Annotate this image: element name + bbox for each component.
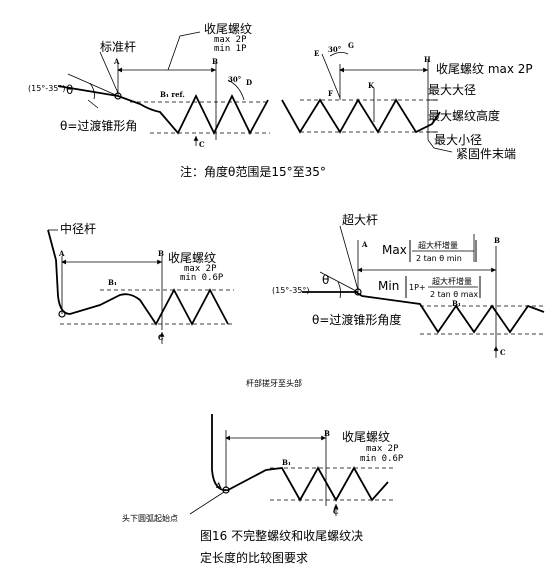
point-a-3: A (58, 249, 65, 258)
point-c-4: C (500, 348, 506, 357)
label-transition-cone: θ=过渡锥形角 (60, 118, 137, 133)
label-min-1p: min 1P (214, 44, 247, 54)
panel5-title: 杆部搓牙至头部 (246, 378, 302, 388)
label-min: Min (378, 279, 399, 293)
point-b-4: B (494, 236, 500, 245)
label-max-2p-5: max 2P (366, 444, 399, 454)
label-max-denominator: 2 tan θ min (416, 254, 462, 263)
point-c-3: C (158, 333, 164, 342)
label-oversize-rod: 超大杆 (342, 212, 378, 227)
figure-caption-line1: 图16 不完整螺纹和收尾螺纹决 (200, 528, 363, 543)
point-e: E (314, 49, 319, 58)
point-b1-4: B₁ (452, 299, 461, 308)
label-b1-ref: B₁ ref. (160, 90, 185, 99)
label-standard-rod: 标准杆 (100, 40, 136, 54)
label-max-2p-3: max 2P (184, 264, 217, 274)
label-max-minor: 最大小径 (434, 133, 482, 147)
point-c-5: C (333, 507, 339, 516)
label-angle-range: (15°-35°) (28, 84, 66, 93)
thread-profile (281, 98, 441, 134)
point-b-3: B (158, 249, 164, 258)
figure-caption-line2: 定长度的比较图要求 (200, 550, 308, 565)
panel-runout-detail (281, 52, 453, 153)
label-min-denominator: 2 tan θ max (430, 290, 478, 299)
point-k: K (368, 81, 375, 90)
point-b-5: B (324, 429, 330, 438)
note-angle-range: 注：角度θ范围是15°至35° (180, 164, 326, 179)
label-max-2p: max 2P (214, 35, 247, 45)
label-30deg: 30° (228, 75, 241, 84)
label-fillet-start: 头下圆弧起始点 (122, 513, 178, 523)
label-max-major: 最大大径 (428, 83, 476, 97)
point-f: F (328, 89, 333, 98)
label-min-06p-5: min 0.6P (360, 454, 404, 464)
label-pitch-rod: 中径杆 (60, 221, 96, 236)
point-a-5: A (215, 481, 222, 490)
label-theta-4: θ (322, 273, 329, 287)
point-a: A (113, 57, 120, 66)
label-30deg-2: 30° (328, 45, 341, 54)
point-g: G (348, 41, 354, 50)
rod-outline (47, 229, 229, 326)
label-runout-max: 收尾螺纹 max 2P (436, 62, 533, 76)
label-runout-thread-3: 收尾螺纹 (168, 251, 216, 265)
label-runout-thread-5: 收尾螺纹 (342, 430, 390, 444)
point-b1-3: B₁ (108, 278, 117, 287)
label-max: Max (382, 243, 407, 257)
label-angle-range-4: (15°-35°) (272, 286, 310, 295)
label-max-thread-height: 最大螺纹高度 (428, 108, 500, 123)
label-max-numerator: 超大杆增量 (418, 240, 458, 250)
point-h: H (424, 55, 431, 64)
point-b: B (212, 57, 218, 66)
point-b1-5: B₁ (282, 458, 291, 467)
label-min-numerator: 超大杆增量 (432, 276, 472, 286)
point-d: D (246, 78, 252, 87)
label-fastener-end: 紧固件末端 (456, 147, 516, 161)
label-transition-cone-4: θ=过渡锥形角度 (312, 312, 401, 327)
label-theta: θ (66, 83, 73, 97)
point-a-4: A (361, 240, 368, 249)
label-min-06p-3: min 0.6P (180, 273, 224, 283)
rod-outline (211, 414, 389, 502)
point-c: C (199, 140, 205, 149)
panel-oversize-rod (302, 225, 545, 358)
label-min-prefix: 1P+ (409, 283, 426, 292)
panel-standard-rod (57, 31, 270, 146)
panel-pitch-rod (47, 229, 234, 344)
panel-rolled-to-head (189, 414, 396, 516)
label-runout-thread: 收尾螺纹 (204, 22, 252, 36)
